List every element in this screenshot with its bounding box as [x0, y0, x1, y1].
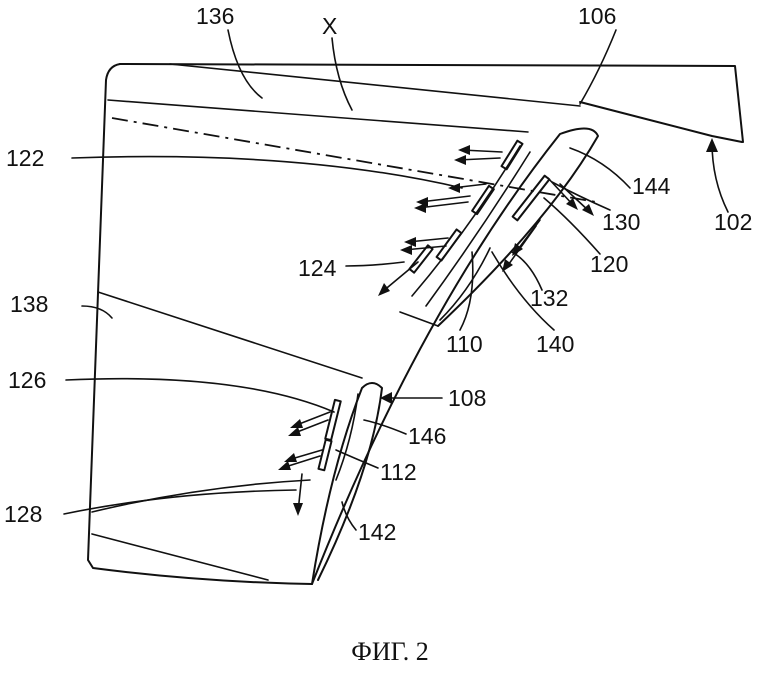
label-132: 132	[530, 285, 568, 311]
label-144: 144	[632, 173, 671, 199]
figure-caption: ФИГ. 2	[351, 637, 428, 666]
label-138: 138	[10, 291, 48, 317]
label-124: 124	[298, 255, 337, 281]
label-x: X	[322, 13, 337, 39]
label-126: 126	[8, 367, 46, 393]
label-110: 110	[446, 331, 483, 357]
label-136: 136	[196, 3, 234, 29]
reference-labels: 136 X 106 122 144 130 102 120 124 132 13…	[4, 3, 752, 545]
lower-vane	[311, 382, 383, 585]
label-112: 112	[380, 459, 417, 485]
section-outline	[87, 63, 744, 585]
label-146: 146	[408, 423, 446, 449]
label-120: 120	[590, 251, 628, 277]
axis-x-line	[111, 117, 597, 203]
label-140: 140	[536, 331, 574, 357]
label-102: 102	[714, 209, 752, 235]
label-130: 130	[602, 209, 640, 235]
label-128: 128	[4, 501, 42, 527]
label-108: 108	[448, 385, 486, 411]
label-142: 142	[358, 519, 396, 545]
flow-arrows-lower	[278, 411, 331, 516]
internal-lines	[91, 63, 581, 581]
label-106: 106	[578, 3, 616, 29]
leader-lines	[63, 29, 729, 531]
label-122: 122	[6, 145, 44, 171]
